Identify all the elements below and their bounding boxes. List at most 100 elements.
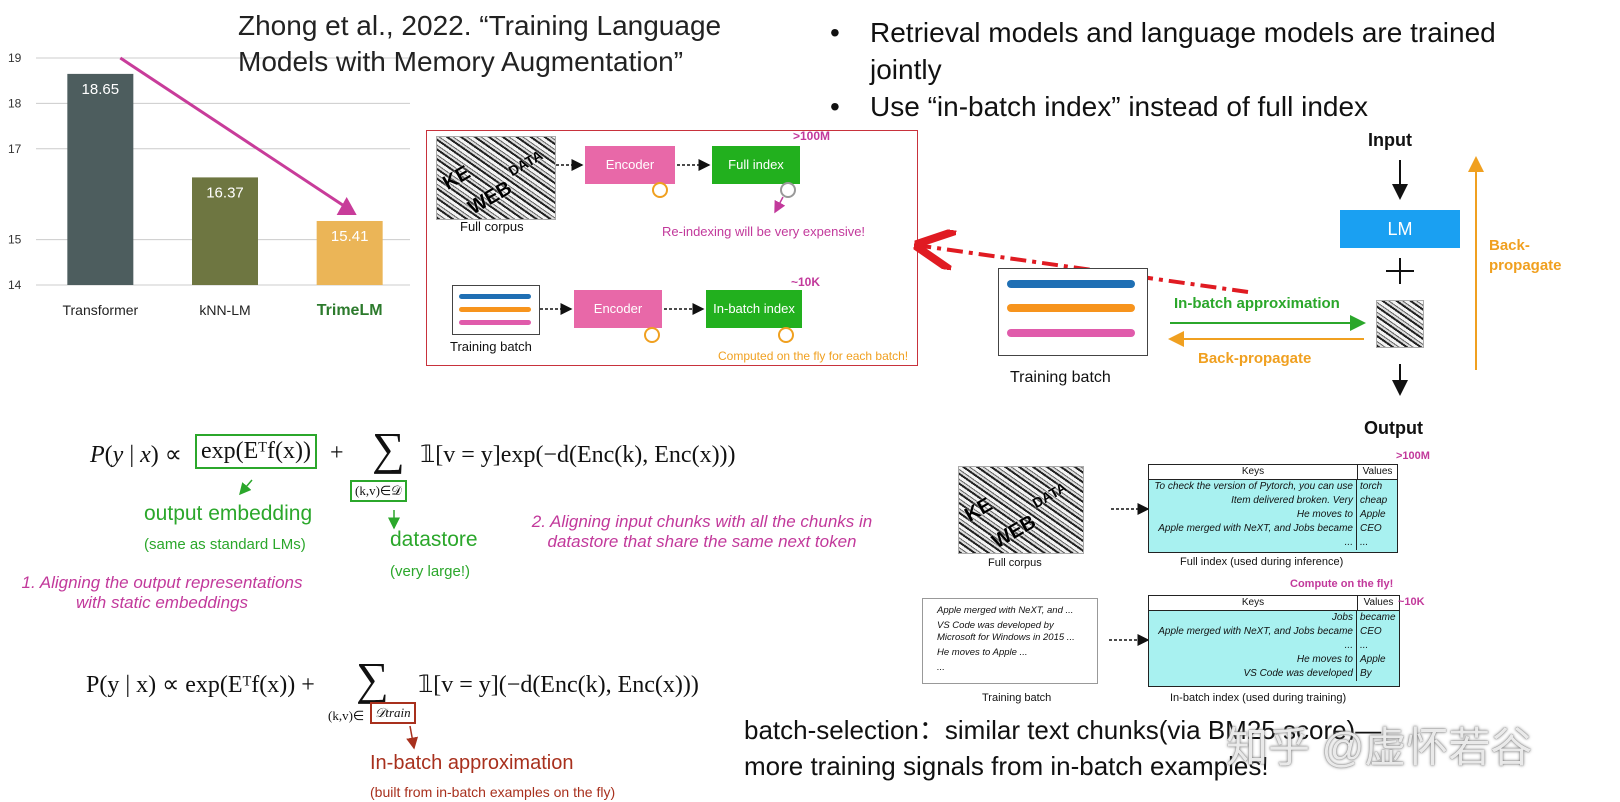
key-cell: Jobs xyxy=(1149,611,1357,625)
value-cell: became xyxy=(1360,612,1396,623)
note-2-line-2: datastore that share the same next token xyxy=(547,532,857,551)
fly-note: Computed on the fly for each batch! xyxy=(718,349,909,363)
bullet-item: • Use “in-batch index” instead of full i… xyxy=(830,88,1496,125)
note-1-line-1: 1. Aligning the output representations xyxy=(21,573,303,592)
y-tick-label: 15 xyxy=(8,233,22,247)
values-header: Values xyxy=(1363,597,1394,608)
key-cell: ... xyxy=(1149,536,1357,550)
full-corpus-image-2: KE WEB DATA xyxy=(958,466,1084,554)
x-category-label: Transformer xyxy=(62,302,138,318)
equation-2-rhs: 𝟙[v = y](−d(Enc(k), Enc(x))) xyxy=(418,672,699,698)
batch-selection-line-2: more training signals from in-batch exam… xyxy=(744,751,1269,781)
table-row: ...... xyxy=(1149,536,1397,550)
equation-2-lhs: P(y | x) ∝ exp(Eᵀf(x)) + xyxy=(86,672,315,698)
y-tick-label: 19 xyxy=(8,51,22,65)
corpus-word: KE xyxy=(961,493,997,527)
training-batch-caption: Training batch xyxy=(982,692,1052,704)
back-propagate-line-1: Back- xyxy=(1489,237,1530,254)
bullet-item: • Retrieval models and language models a… xyxy=(830,14,1496,88)
bar-chart: 191817151418.65Transformer16.37kNN-LM15.… xyxy=(8,51,410,319)
encoder-box-top: Encoder xyxy=(585,146,675,184)
bullet-1-line-2: jointly xyxy=(870,54,942,85)
full-index-table: Keys Values To check the version of Pyto… xyxy=(1148,464,1398,553)
back-propagate-horizontal: Back-propagate xyxy=(1198,350,1312,367)
y-tick-label: 14 xyxy=(8,278,22,292)
bullet-2-line-1: Use “in-batch index” instead of full ind… xyxy=(870,91,1369,122)
value-cell: cheap xyxy=(1360,495,1388,506)
batch-example: Microsoft for Windows in 2015 ... xyxy=(937,632,1075,643)
note-2-line-1: 2. Aligning input chunks with all the ch… xyxy=(531,512,873,531)
corpus-word: DATA xyxy=(1029,478,1070,512)
reindex-note: Re-indexing will be very expensive! xyxy=(662,224,866,239)
full-index-header: Keys Values xyxy=(1149,465,1397,480)
batch-example: VS Code was developed by xyxy=(937,620,1054,631)
table-row: ...... xyxy=(1149,639,1399,653)
training-batch-thumb xyxy=(452,285,540,335)
values-header: Values xyxy=(1362,466,1393,477)
equation-1-plus: + xyxy=(330,440,344,466)
back-propagate-line-2: propagate xyxy=(1489,257,1562,274)
key-cell: Apple merged with NeXT, and Jobs became xyxy=(1149,522,1357,536)
same-as-lms-label: (same as standard LMs) xyxy=(144,536,306,553)
value-cell: ... xyxy=(1360,537,1369,548)
keys-header: Keys xyxy=(1149,596,1358,610)
note-1-line-2: with static embeddings xyxy=(76,593,248,612)
batch-example: He moves to Apple ... xyxy=(937,647,1028,658)
training-batch-examples: Apple merged with NeXT, and ... VS Code … xyxy=(922,598,1098,684)
key-cell: VS Code was developed xyxy=(1149,667,1357,681)
value-cell: torch xyxy=(1360,481,1383,492)
lm-box: LM xyxy=(1340,210,1460,248)
key-cell: ... xyxy=(1149,639,1357,653)
value-cell: ... xyxy=(1360,640,1369,651)
in-batch-approx-label: In-batch approximation xyxy=(1174,295,1340,312)
y-tick-label: 18 xyxy=(8,96,22,110)
corpus-word: WEB xyxy=(988,510,1040,554)
batch-selection-line-1: batch-selection：similar text chunks(via … xyxy=(744,715,1382,745)
compute-on-fly-note: Compute on the fly! xyxy=(1290,578,1394,590)
bar-value-label: 18.65 xyxy=(82,81,120,98)
x-category-label: TrimeLM xyxy=(317,302,383,319)
full-index-box: Full index xyxy=(712,146,800,184)
in-batch-index-size: ~10K xyxy=(1398,596,1425,608)
batch-size-label: ~10K xyxy=(791,275,821,289)
training-batch-label-large: Training batch xyxy=(1010,369,1111,386)
full-corpus-label: Full corpus xyxy=(460,219,524,234)
bullet-list: • Retrieval models and language models a… xyxy=(830,14,1496,125)
full-size-label: >100M xyxy=(793,129,831,143)
equation-1-output-box: exp(Eᵀf(x)) xyxy=(195,434,317,469)
paper-citation-title: Zhong et al., 2022. “Training Language M… xyxy=(238,8,721,80)
trend-arrow-line xyxy=(119,56,347,209)
batch-example: Apple merged with NeXT, and ... xyxy=(937,605,1074,616)
key-cell: He moves to xyxy=(1149,653,1357,667)
bar xyxy=(316,220,383,285)
equation-1-datastore-box: (k,v)∈𝒟 xyxy=(350,480,407,502)
title-line-1: Zhong et al., 2022. “Training Language xyxy=(238,10,722,41)
note-1: 1. Aligning the output representations w… xyxy=(2,573,322,613)
input-label: Input xyxy=(1368,130,1412,150)
training-batch-label-small: Training batch xyxy=(450,339,532,354)
key-cell: He moves to xyxy=(1149,508,1357,522)
bar xyxy=(192,177,258,285)
full-index-caption: Full index (used during inference) xyxy=(1180,556,1344,568)
value-cell: By xyxy=(1360,668,1372,679)
value-cell: CEO xyxy=(1360,626,1382,637)
bullet-1-line-1: Retrieval models and language models are… xyxy=(870,17,1496,48)
back-propagate-vertical: Back- propagate xyxy=(1489,236,1562,276)
full-corpus-image: KE WEB DATA xyxy=(436,136,556,220)
key-cell: Item delivered broken. Very xyxy=(1149,494,1357,508)
equation-2-sum: ∑ xyxy=(356,653,389,704)
value-cell: Apple xyxy=(1360,654,1386,665)
equation-1-sum: ∑ xyxy=(372,423,405,474)
value-cell: Apple xyxy=(1360,509,1386,520)
zhihu-watermark: 知乎 @虚怀若谷 xyxy=(1226,724,1533,771)
equation-1-rhs: 𝟙[v = y]exp(−d(Enc(k), Enc(x))) xyxy=(420,442,736,468)
batch-example: ... xyxy=(937,662,945,673)
title-line-2: Models with Memory Augmentation” xyxy=(238,46,684,77)
